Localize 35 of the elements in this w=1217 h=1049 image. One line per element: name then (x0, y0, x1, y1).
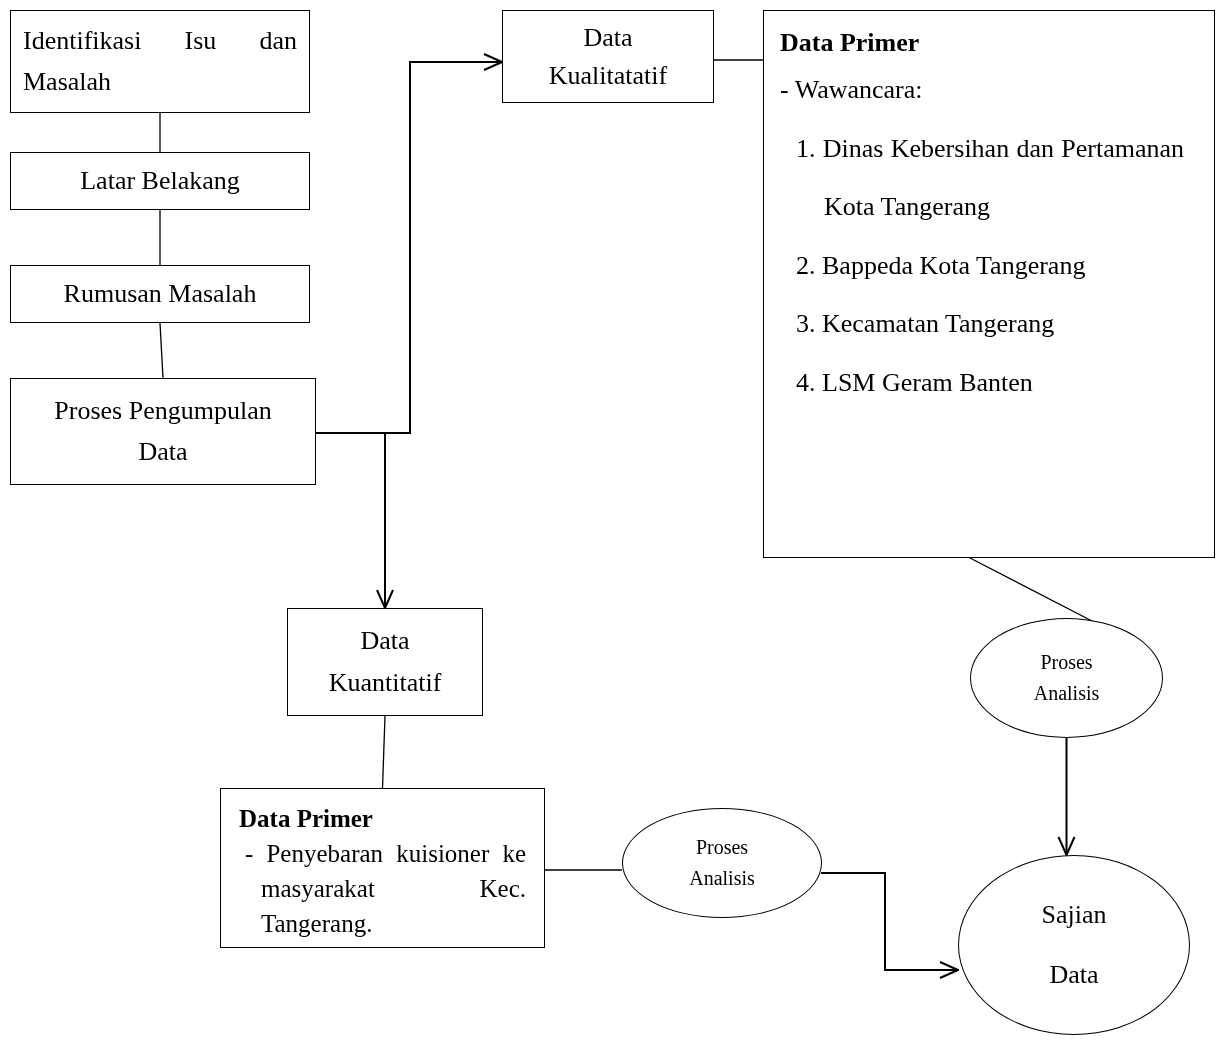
connector-line (713, 59, 764, 61)
process-box (10, 265, 310, 323)
process-box (10, 10, 310, 113)
connector-line (159, 322, 164, 379)
connector-line (969, 557, 1093, 622)
box-text: Data Kuantitatif (328, 625, 442, 699)
box-text: Proses Pengumpulan Data (53, 395, 273, 468)
arrow (820, 872, 959, 979)
connector-line (159, 209, 161, 266)
box-text: Identifikasi Isu dan Masalah (23, 25, 297, 98)
box-text: Proses Analisis (688, 835, 756, 891)
box-text: 2. Bappeda Kota Tangerang (795, 249, 1087, 282)
box-text: Data Kualitatatif (547, 21, 669, 92)
box-text: Proses Analisis (1032, 650, 1101, 706)
box-text: 3. Kecamatan Tangerang (795, 308, 1056, 341)
info-box (763, 10, 1215, 558)
process-box (502, 10, 714, 103)
connector-line (381, 715, 386, 789)
connector-line (159, 112, 161, 153)
process-box (10, 378, 316, 485)
box-heading: Data Primer (239, 804, 374, 834)
box-text: - Penyebaran kuisioner ke masyarakat Kec. Tangerang. (244, 839, 526, 939)
arrow (315, 432, 394, 609)
info-box (220, 788, 545, 948)
process-box (287, 608, 483, 716)
box-text: - Wawancara: (780, 74, 924, 107)
box-text: 1. Dinas Kebersihan dan Pertamanan Kota Tangerang (795, 132, 1184, 224)
arrow (1057, 737, 1076, 856)
box-heading: Data Primer (780, 27, 921, 59)
box-text: Rumusan Masalah (62, 277, 258, 310)
process-box (10, 152, 310, 210)
box-text: Latar Belakang (79, 164, 241, 197)
connector-line (544, 869, 623, 871)
box-text: 4. LSM Geram Banten (795, 366, 1034, 399)
box-text: Sajian Data (1040, 899, 1108, 991)
